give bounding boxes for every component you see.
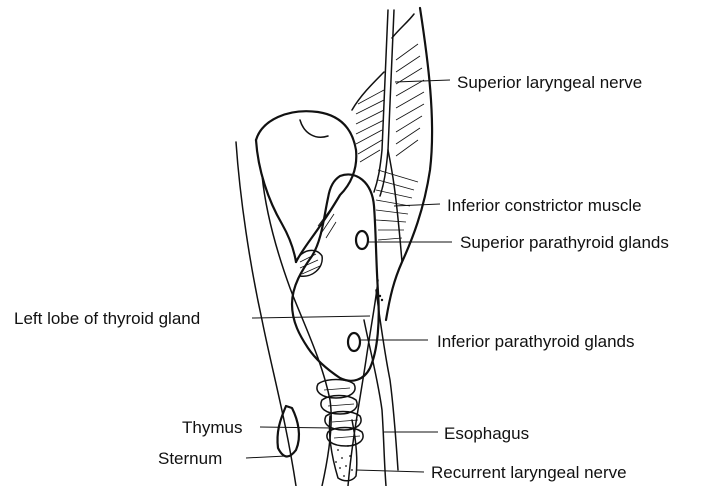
left-thyroid-lobe bbox=[292, 174, 379, 380]
pharynx-outline-left bbox=[352, 72, 384, 110]
leader-left-lobe bbox=[252, 316, 370, 318]
stipple-dots bbox=[335, 295, 383, 477]
esophagus-outline bbox=[364, 320, 386, 486]
pharynx-outline-right bbox=[386, 8, 432, 320]
label-left-lobe-thyroid: Left lobe of thyroid gland bbox=[14, 309, 200, 328]
cartilage-notch bbox=[300, 120, 328, 137]
label-inferior-parathyroid-glands: Inferior parathyroid glands bbox=[437, 332, 635, 351]
leader-recurrent-laryngeal-nerve bbox=[356, 470, 424, 472]
label-thymus: Thymus bbox=[182, 418, 242, 437]
leader-thymus bbox=[260, 427, 332, 428]
label-superior-laryngeal-nerve: Superior laryngeal nerve bbox=[457, 73, 642, 92]
neck-outline-outer bbox=[236, 142, 296, 486]
thyroid-cartilage bbox=[256, 111, 356, 262]
inferior-parathyroid-gland bbox=[348, 333, 360, 351]
leader-sternum bbox=[246, 456, 286, 458]
label-sternum: Sternum bbox=[158, 449, 222, 468]
vagal-stripe bbox=[392, 14, 414, 38]
superior-parathyroid-gland bbox=[356, 231, 368, 249]
leader-superior-laryngeal-nerve bbox=[395, 80, 450, 82]
label-esophagus: Esophagus bbox=[444, 424, 529, 443]
label-superior-parathyroid-glands: Superior parathyroid glands bbox=[460, 233, 669, 252]
label-recurrent-laryngeal-nerve: Recurrent laryngeal nerve bbox=[431, 463, 627, 482]
label-inferior-constrictor-muscle: Inferior constrictor muscle bbox=[447, 196, 642, 215]
sternum-shape bbox=[277, 406, 298, 457]
